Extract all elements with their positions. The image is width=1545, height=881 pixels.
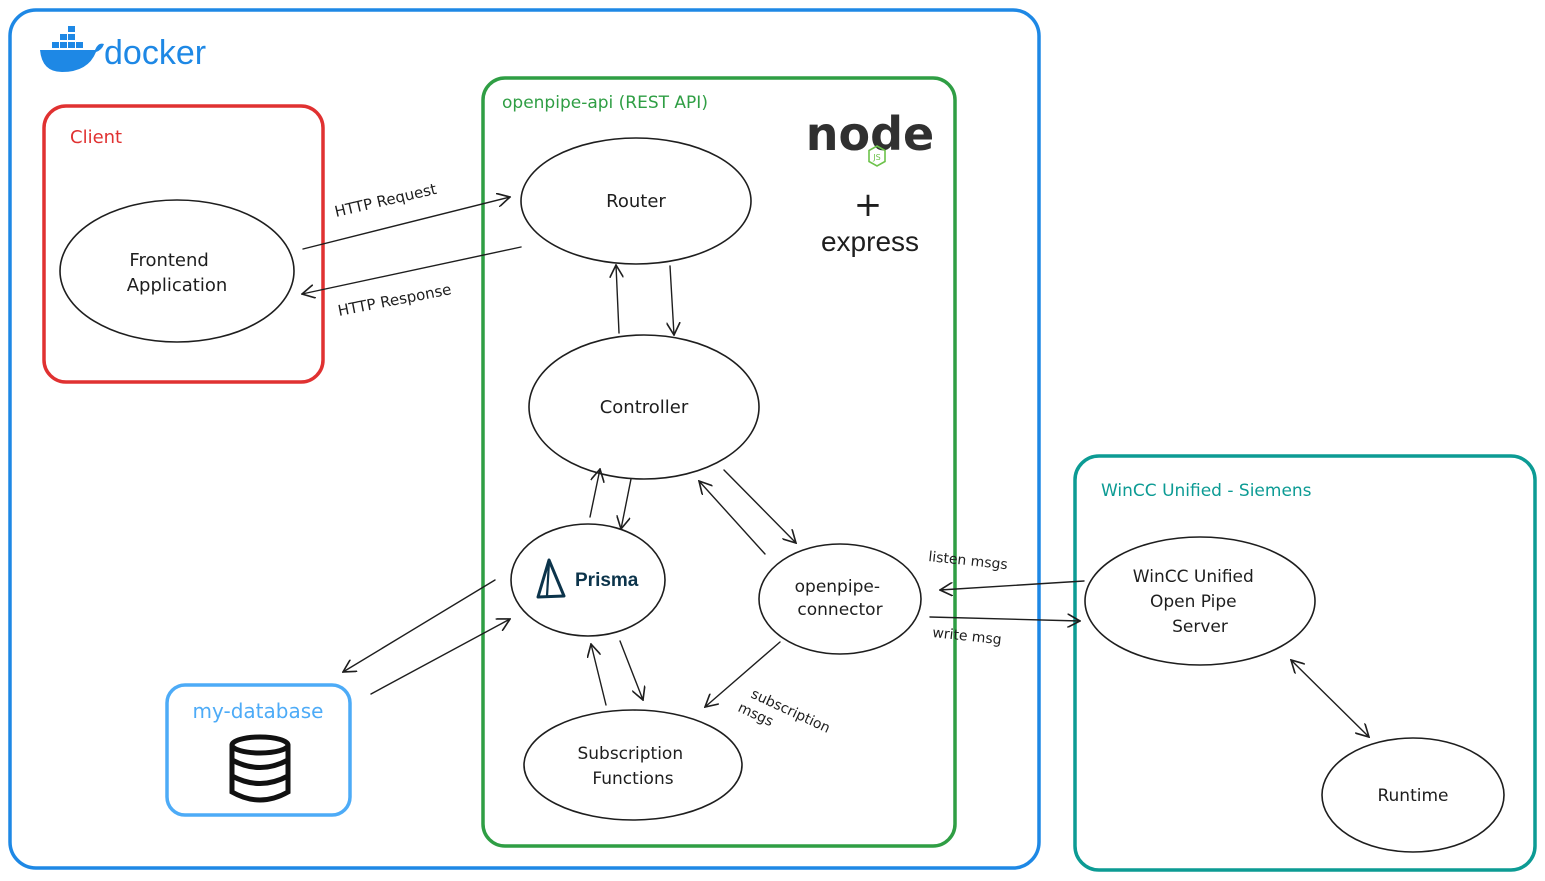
server-line-2: Open Pipe [1150,592,1237,612]
nodejs-badge: JS [872,153,880,162]
arrow-router-to-controller [670,265,674,335]
arrow-server-runtime [1291,660,1369,737]
arrow-controller-to-prisma [621,478,632,529]
database-container: my-database [165,683,352,817]
prisma-triangle-icon [536,558,566,599]
svg-text:WinCC Unified Open Pip: WinCC Unified Open Pipe Server [1133,567,1259,637]
openpipe-connector-node[interactable]: openpipe- connector [758,543,922,655]
arrow-connector-to-controller [699,481,766,555]
label-http-request: HTTP Request [333,180,439,221]
client-container: Client Frontend Application [42,104,325,384]
api-container: openpipe-api (REST API) node JS + expres… [481,76,957,848]
arrow-http-request [302,197,510,250]
edges: HTTP Request HTTP Response subscription … [302,180,1369,755]
arrow-subscription-to-prisma [591,644,607,706]
arrow-database-to-prisma [370,619,510,695]
subscription-functions-node[interactable]: Subscription Functions [523,709,743,821]
plus-sign: + [854,185,883,225]
runtime-node[interactable]: Runtime [1321,737,1505,853]
docker-logo-text: docker [104,34,206,72]
database-title: my-database [193,699,324,723]
arrow-controller-to-router [616,265,619,334]
subscription-line-2: Functions [592,769,673,789]
prisma-node[interactable]: Prisma [510,523,666,637]
svg-text:openpipe- connector: openpipe- connector [795,577,886,620]
express-logo: express [821,226,919,257]
frontend-application-node[interactable]: Frontend Application [59,199,295,343]
server-line-1: WinCC Unified [1133,567,1254,587]
nodejs-logo-text: node [806,107,934,161]
frontend-line-1: Frontend [129,250,208,271]
arrow-prisma-to-controller [589,469,600,518]
prisma-label: Prisma [575,570,639,591]
docker-whale-icon [40,26,104,72]
database-icon [229,734,291,803]
wincc-title: WinCC Unified - Siemens [1101,481,1312,501]
svg-text:subscription msgs: subscription msgs [735,684,836,755]
controller-node[interactable]: Controller [528,334,760,480]
controller-label: Controller [600,397,689,418]
arrow-connector-to-server [929,617,1080,621]
connector-line-1: openpipe- [795,577,880,597]
router-label: Router [606,191,666,212]
client-title: Client [70,127,122,148]
label-subscription-msgs: subscription msgs [735,684,836,755]
label-listen-msgs: listen msgs [928,549,1009,573]
runtime-label: Runtime [1377,786,1448,806]
label-http-response: HTTP Response [336,280,453,320]
arrow-prisma-to-subscription [619,640,643,700]
nodejs-logo: node JS [806,107,934,167]
docker-container: docker [8,8,1041,870]
router-node[interactable]: Router [520,137,752,265]
arrow-server-to-connector [940,580,1085,590]
arrow-http-response [302,246,522,294]
nodejs-hex-icon [868,145,886,167]
api-title: openpipe-api (REST API) [502,93,708,113]
wincc-openpipe-server-node[interactable]: WinCC Unified Open Pipe Server [1084,536,1316,666]
wincc-container: WinCC Unified - Siemens WinCC Unified Op… [1073,454,1537,872]
svg-text:Subscription Functions: Subscription Functions [577,744,688,789]
label-write-msg: write msg [932,625,1003,648]
arrow-prisma-to-database [343,579,496,672]
server-line-3: Server [1172,617,1228,637]
arrow-connector-to-subscription [705,641,781,707]
svg-text:Frontend Application: Frontend Application [127,250,228,296]
subscription-line-1: Subscription [577,744,683,764]
frontend-line-2: Application [127,275,228,296]
connector-line-2: connector [797,600,882,620]
arrow-controller-to-connector [723,469,796,543]
